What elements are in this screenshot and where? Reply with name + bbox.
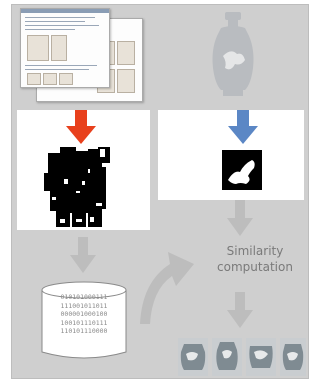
document-text-line bbox=[25, 65, 97, 66]
document-image bbox=[51, 35, 67, 61]
curved-arrow bbox=[140, 252, 194, 324]
document-text-line bbox=[25, 17, 95, 18]
result-thumbnail-1 bbox=[178, 338, 208, 376]
shape-collage-icon bbox=[44, 147, 110, 227]
vase-figure bbox=[223, 51, 245, 70]
document-thumbnail bbox=[117, 69, 135, 93]
binary-row: 000001000100 bbox=[60, 310, 108, 318]
gray-arrow-collection bbox=[70, 237, 96, 273]
document-page-front bbox=[20, 8, 110, 88]
document-thumbnail bbox=[117, 41, 135, 65]
blue-arrow bbox=[228, 110, 258, 144]
database-cylinder bbox=[41, 281, 127, 359]
shape-highlights bbox=[52, 149, 105, 223]
database-binary-code: 010101000111 111001011011 000001000100 1… bbox=[44, 293, 124, 336]
gray-arrow-results bbox=[227, 292, 253, 328]
binary-row: 111001011011 bbox=[60, 301, 108, 310]
result-thumbnail-4 bbox=[280, 338, 306, 376]
document-text-line bbox=[25, 69, 89, 70]
curved-arrow-icon bbox=[140, 252, 194, 324]
document-text-line bbox=[25, 25, 99, 26]
document-image bbox=[27, 35, 49, 61]
binary-row: 100101110111 bbox=[60, 318, 108, 327]
document-text-line bbox=[25, 29, 75, 30]
silhouette-figure bbox=[228, 160, 255, 184]
similarity-computation-label: Similarity computation bbox=[205, 243, 305, 275]
document-text-line bbox=[25, 21, 85, 22]
binary-row: 010101000111 bbox=[60, 293, 108, 301]
shape-collage bbox=[44, 147, 110, 227]
document-image bbox=[43, 73, 57, 85]
document-image bbox=[59, 73, 73, 85]
result-thumbnail-3 bbox=[246, 338, 276, 376]
document-image bbox=[27, 73, 41, 85]
similarity-label-line-1: Similarity bbox=[226, 244, 284, 258]
result-thumbnail-2 bbox=[212, 338, 242, 376]
gray-arrow-query bbox=[227, 200, 253, 236]
query-silhouette bbox=[222, 150, 262, 190]
similarity-label-line-2: computation bbox=[217, 260, 293, 274]
query-vase-image bbox=[212, 12, 254, 96]
red-arrow bbox=[66, 110, 96, 144]
document-header-bar bbox=[21, 9, 109, 13]
database-cylinder-icon bbox=[41, 281, 127, 359]
binary-row: 110101110000 bbox=[60, 327, 108, 335]
